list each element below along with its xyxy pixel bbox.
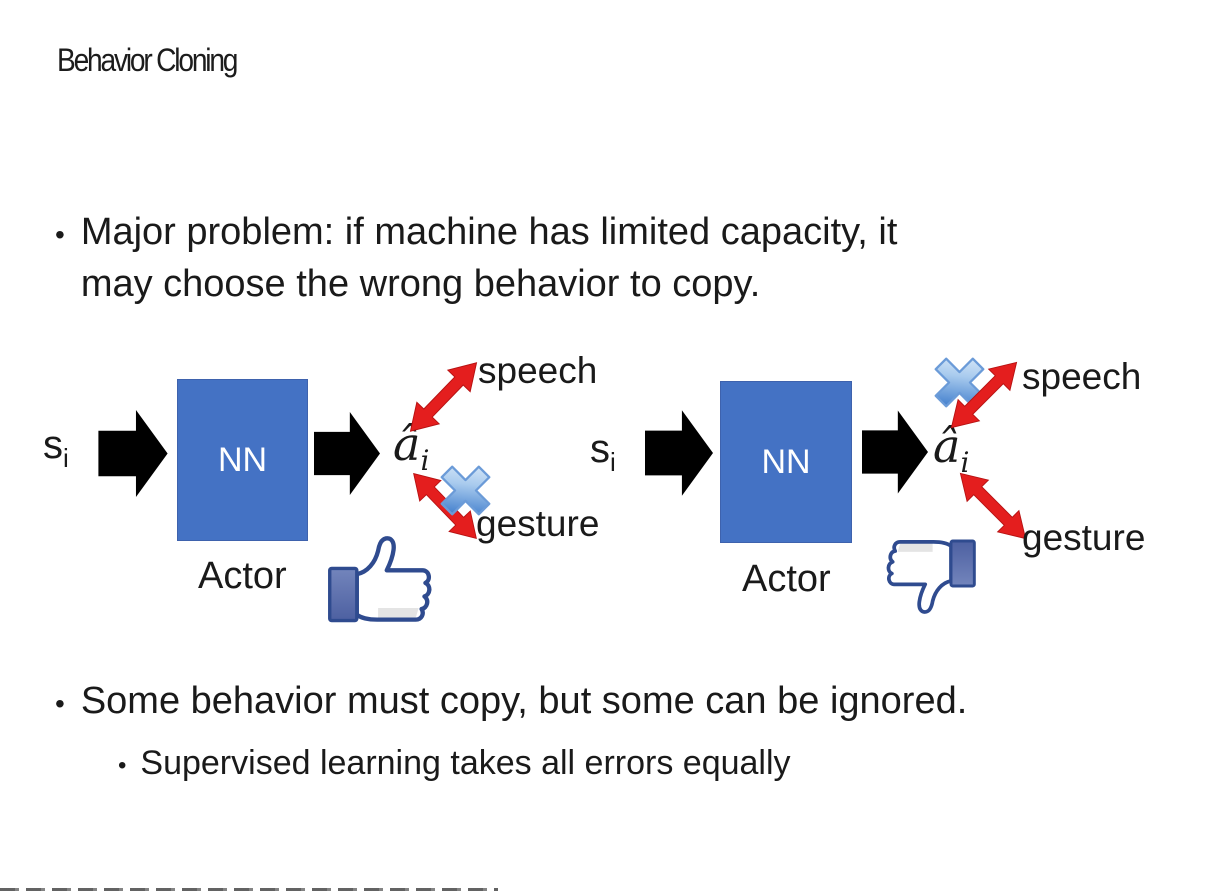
red-double-arrow-speech-icon <box>950 361 1018 429</box>
bullet-some-behavior: • Some behavior must copy, but some can … <box>55 676 967 729</box>
action-subscript: i <box>420 444 430 478</box>
red-double-arrow-speech-icon <box>409 362 478 432</box>
bullet-text-line: Supervised learning takes all errors equ… <box>140 744 791 782</box>
nn-label: NN <box>761 442 811 481</box>
state-subscript: i <box>63 443 69 473</box>
speech-label: speech <box>1022 356 1142 397</box>
nn-box: NN <box>177 379 308 541</box>
block-arrow-icon <box>862 410 928 494</box>
block-arrow-icon <box>645 410 713 496</box>
diagram-actor-correct: si NN âi speech gesture Actor <box>0 345 612 645</box>
bullet-supervised-learning: • Supervised learning takes all errors e… <box>118 740 791 789</box>
nn-box: NN <box>720 381 852 543</box>
red-double-arrow-gesture-icon <box>959 472 1027 540</box>
thumbs-up-icon <box>328 536 432 623</box>
actor-label: Actor <box>742 558 831 600</box>
page-title: Behavior Cloning <box>57 42 238 78</box>
actor-label: Actor <box>198 555 287 597</box>
speech-label: speech <box>478 350 598 391</box>
block-arrow-icon <box>314 412 380 495</box>
gesture-label: gesture <box>476 503 600 544</box>
action-base: â <box>933 419 961 473</box>
action-subscript: i <box>960 446 970 480</box>
state-base: s <box>590 427 610 471</box>
gesture-label: gesture <box>1022 517 1146 558</box>
bullet-text-line: may choose the wrong behavior to copy. <box>80 263 761 305</box>
state-base: s <box>43 423 63 467</box>
next-slide-edge-artifact <box>0 888 498 891</box>
thumbs-down-icon <box>886 539 976 614</box>
action-output-label: âi <box>933 419 969 479</box>
state-input-label: si <box>43 423 69 474</box>
bullet-major-problem: • Major problem: if machine has limited … <box>55 206 897 310</box>
state-input-label: si <box>590 427 616 478</box>
state-subscript: i <box>610 447 616 477</box>
blue-cross-icon <box>440 465 491 516</box>
bullet-marker: • <box>55 219 65 250</box>
bullet-text-line: Major problem: if machine has limited ca… <box>80 211 898 253</box>
block-arrow-icon <box>98 410 168 497</box>
nn-label: NN <box>217 440 268 479</box>
bullet-marker: • <box>55 688 65 719</box>
diagram-actor-wrong: si NN âi speech gesture Actor <box>585 345 1210 645</box>
bullet-marker: • <box>118 752 127 779</box>
blue-cross-icon <box>934 357 985 408</box>
bullet-text-line: Some behavior must copy, but some can be… <box>80 680 968 722</box>
